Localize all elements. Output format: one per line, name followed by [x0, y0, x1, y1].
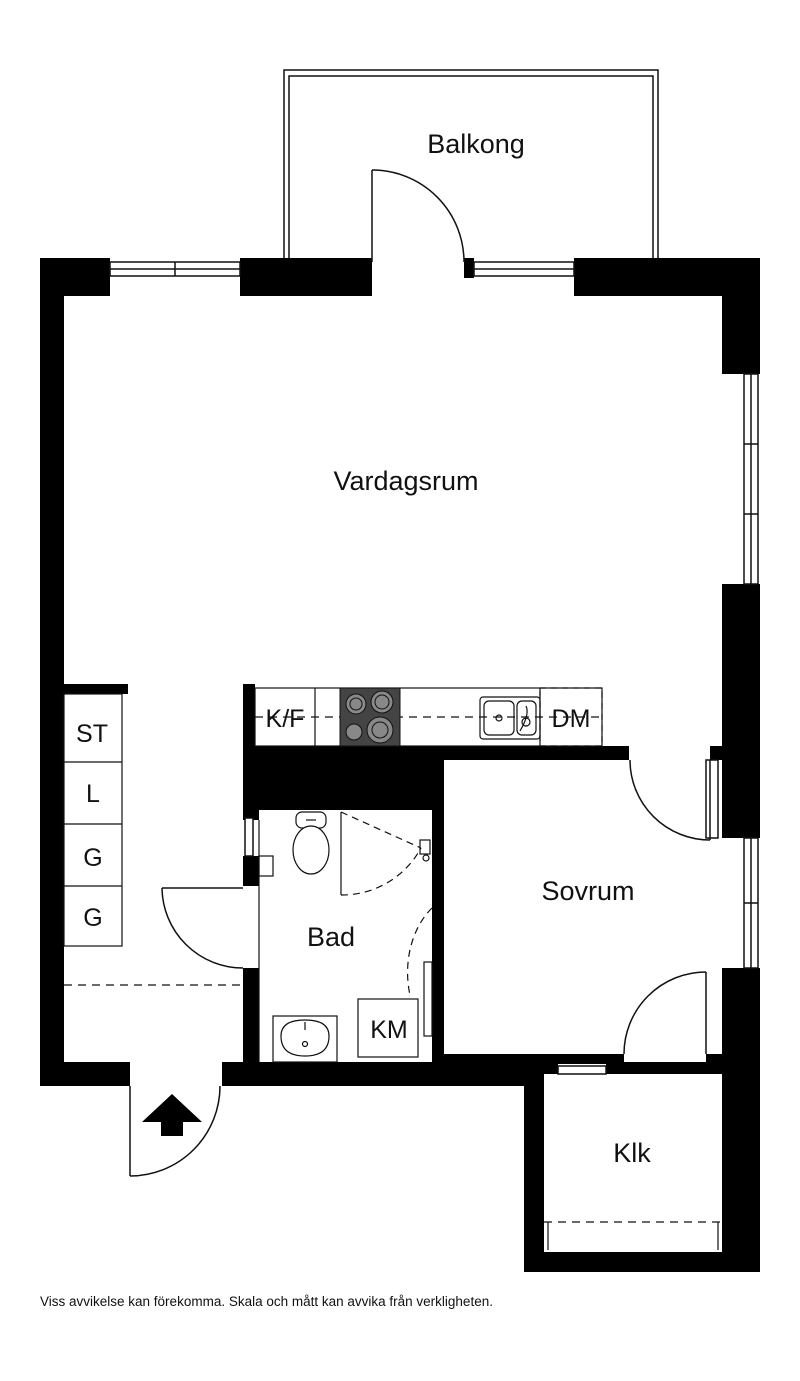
balcony: [283, 69, 659, 258]
fixture-label-kf: K/F: [266, 705, 305, 733]
fixture-label-km: KM: [370, 1016, 408, 1044]
doors: [129, 169, 719, 1177]
room-label-bad: Bad: [307, 922, 355, 952]
shower-icon: [340, 811, 433, 1037]
fixture-label-g1: G: [83, 844, 102, 872]
fixture-label-dm: DM: [552, 705, 591, 733]
towel-rail: [258, 855, 274, 877]
disclaimer-text: Viss avvikelse kan förekomma. Skala och …: [40, 1294, 493, 1309]
walls: [40, 258, 760, 1272]
room-label-sovrum: Sovrum: [541, 876, 634, 906]
entrance-arrow-icon: [142, 1094, 202, 1136]
stove-icon: [339, 687, 401, 747]
washbasin-icon: [272, 1015, 338, 1063]
room-label-balkong: Balkong: [427, 129, 525, 159]
interior-lines: [63, 687, 722, 1250]
toilet-icon: [292, 811, 330, 875]
sink-icon: [479, 696, 541, 740]
fixture-label-g2: G: [83, 904, 102, 932]
washing-machine-box: [357, 998, 419, 1058]
fixture-label-l: L: [86, 780, 100, 808]
room-label-klk: Klk: [613, 1138, 651, 1168]
fixture-label-st: ST: [76, 720, 108, 748]
windows: [109, 261, 759, 1075]
room-label-vardagsrum: Vardagsrum: [333, 466, 478, 496]
